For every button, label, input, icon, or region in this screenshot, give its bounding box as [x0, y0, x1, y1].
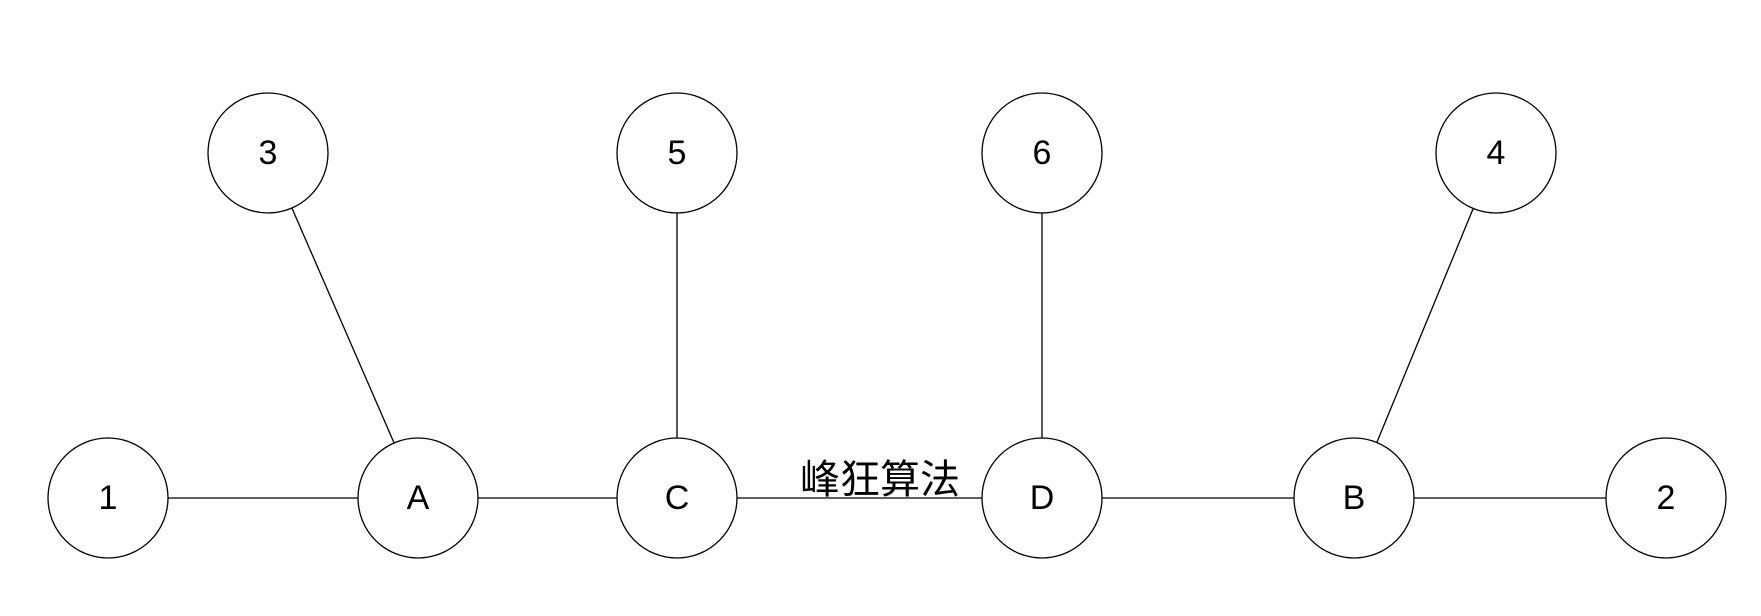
node-label: 3 [259, 134, 278, 172]
node-5: 5 [616, 92, 738, 214]
node-D: D [981, 437, 1103, 559]
edges-layer [168, 207, 1606, 499]
node-1: 1 [47, 437, 169, 559]
node-circle [1605, 437, 1727, 559]
node-label: 5 [668, 134, 687, 172]
edge-n4-nB [1376, 208, 1474, 443]
node-label: 6 [1033, 134, 1052, 172]
node-circle [207, 92, 329, 214]
node-C: C [616, 437, 738, 559]
node-circle [616, 437, 738, 559]
node-label: D [1030, 479, 1055, 517]
node-4: 4 [1435, 92, 1557, 214]
node-label: 2 [1657, 479, 1676, 517]
node-circle [616, 92, 738, 214]
nodes-layer: 1 A C D B 2 3 5 6 4 [47, 92, 1727, 559]
node-label: 4 [1487, 134, 1506, 172]
node-2: 2 [1605, 437, 1727, 559]
node-circle [981, 92, 1103, 214]
node-6: 6 [981, 92, 1103, 214]
node-A: A [357, 437, 479, 559]
node-circle [357, 437, 479, 559]
node-B: B [1293, 437, 1415, 559]
node-label: 1 [99, 479, 118, 517]
node-3: 3 [207, 92, 329, 214]
node-label: B [1343, 479, 1366, 517]
node-label: C [665, 479, 690, 517]
watermark-text: 峰狂算法 [800, 457, 960, 503]
edge-n3-nA [291, 207, 395, 444]
node-circle [1435, 92, 1557, 214]
node-circle [1293, 437, 1415, 559]
node-circle [47, 437, 169, 559]
node-circle [981, 437, 1103, 559]
node-label: A [407, 479, 430, 517]
